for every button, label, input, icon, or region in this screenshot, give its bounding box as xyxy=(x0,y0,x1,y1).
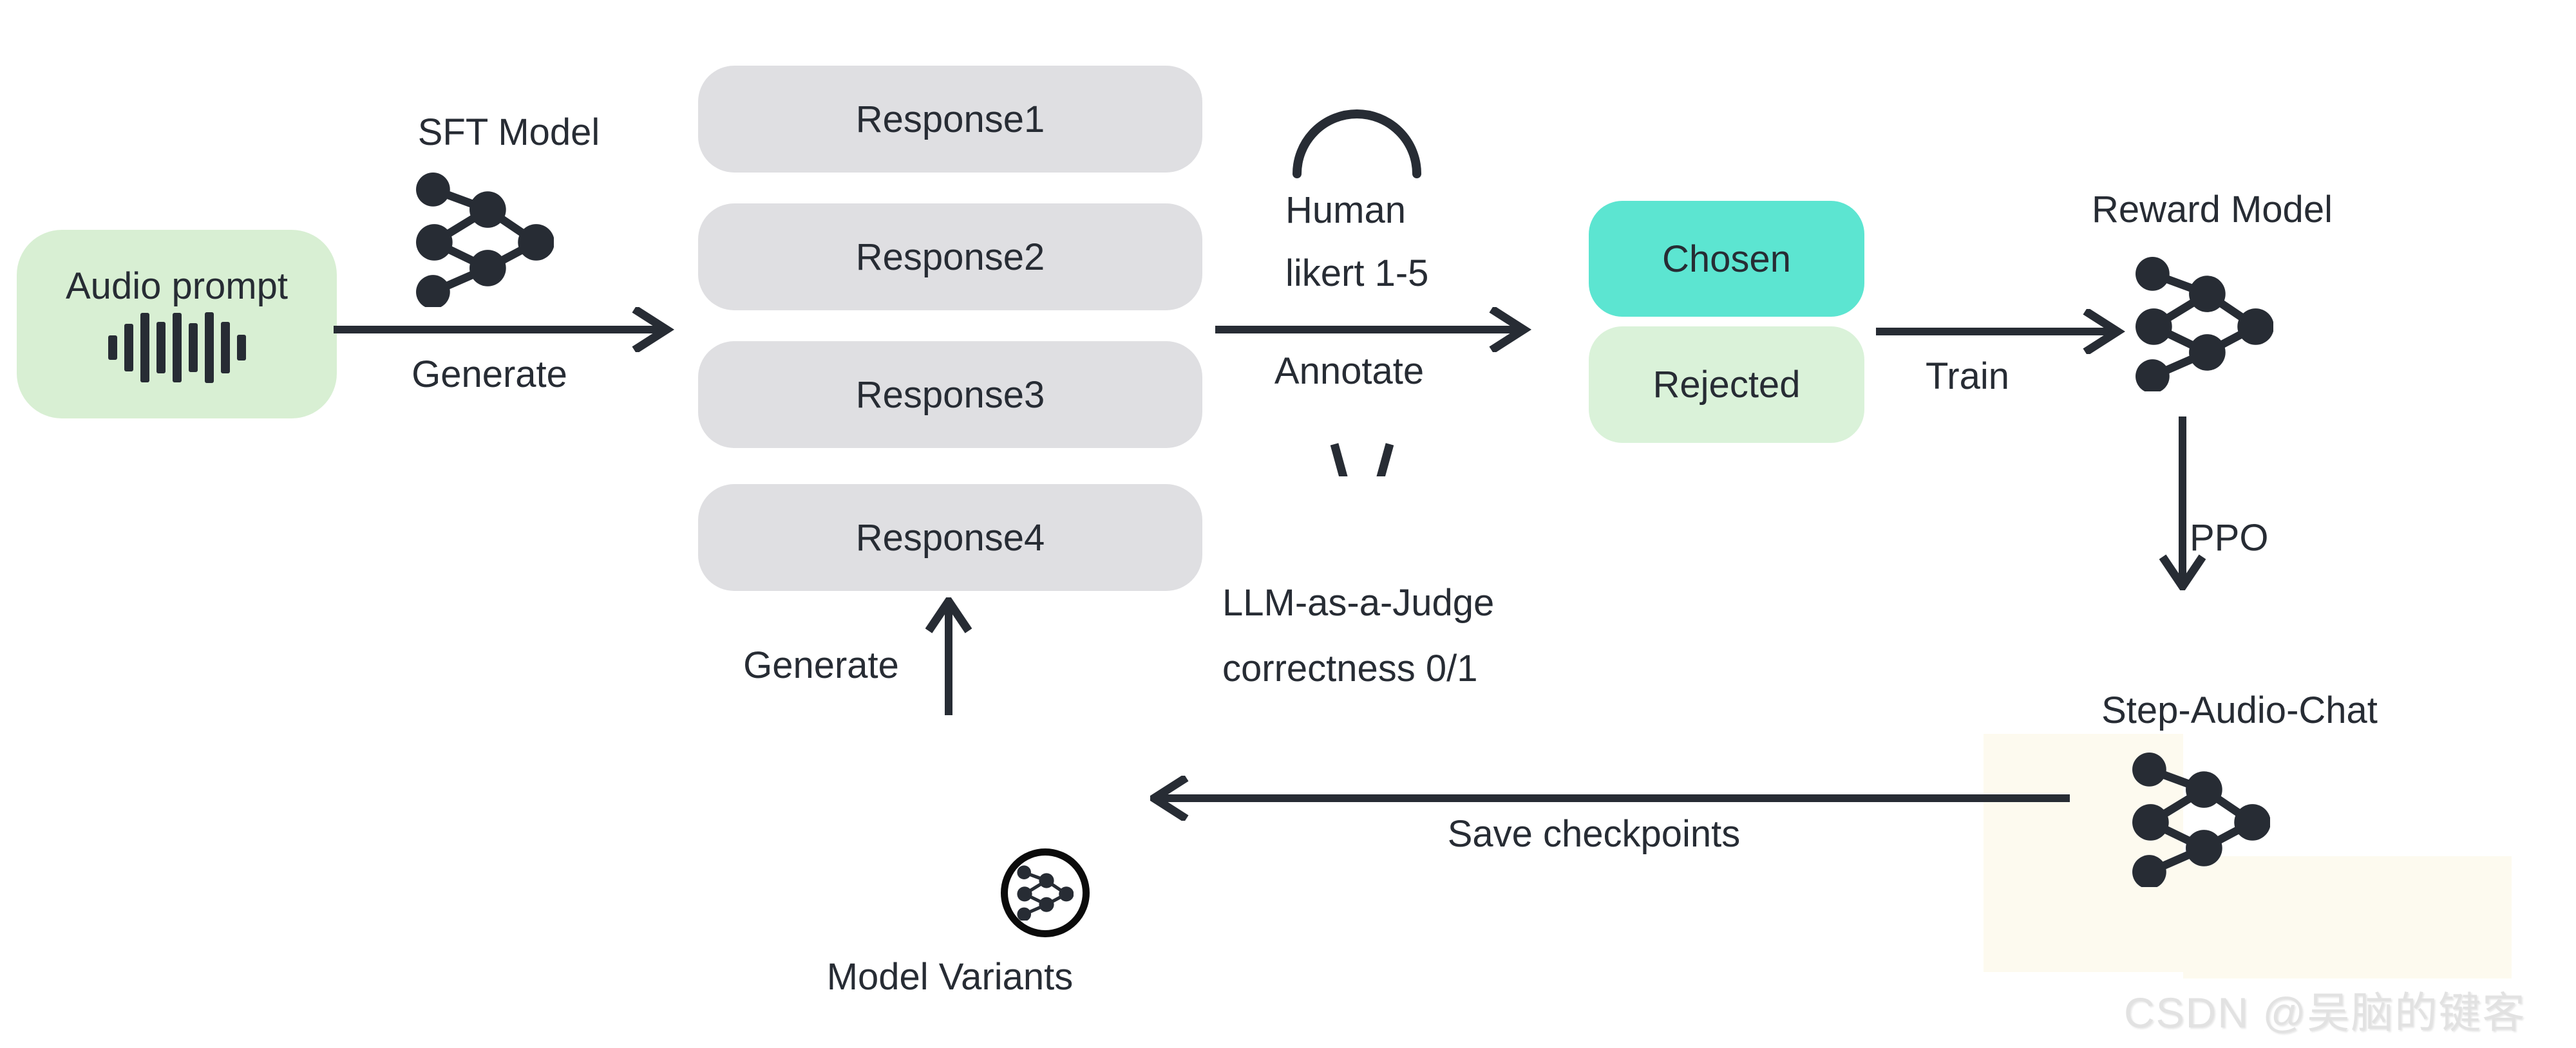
train-label: Train xyxy=(1926,355,2009,397)
person-icon xyxy=(1293,109,1421,178)
generate-variants-label: Generate xyxy=(743,644,899,686)
correctness-label: correctness 0/1 xyxy=(1222,648,1478,689)
neural-network-icon xyxy=(415,172,554,307)
annotate-arrow xyxy=(1215,307,1532,352)
audio-prompt-label: Audio prompt xyxy=(66,265,288,307)
ppo-label: PPO xyxy=(2190,517,2269,559)
response-4-label: Response4 xyxy=(855,516,1045,559)
waveform-icon xyxy=(108,312,246,384)
human-label: Human xyxy=(1285,189,1406,231)
robot-icon xyxy=(1316,443,1408,572)
response-1-label: Response1 xyxy=(855,98,1045,140)
reward-model-label: Reward Model xyxy=(2092,189,2333,230)
human-caption: Human likert 1-5 xyxy=(1285,179,1428,305)
save-checkpoints-arrow xyxy=(1150,776,2070,821)
train-arrow xyxy=(1876,309,2125,354)
model-variants-label: Model Variants xyxy=(826,956,1074,998)
watermark-remnant xyxy=(2183,856,2512,978)
chosen-node: Chosen xyxy=(1589,201,1864,317)
csdn-watermark: CSDN @吴脑的键客 xyxy=(2124,989,2526,1036)
sft-model-label: SFT Model xyxy=(417,111,600,153)
save-checkpoints-label: Save checkpoints xyxy=(1447,813,1741,855)
generate-sft-label: Generate xyxy=(412,353,567,395)
generate-variants-arrow xyxy=(925,597,972,715)
response-4-node: Response4 xyxy=(698,484,1202,591)
rejected-node: Rejected xyxy=(1589,326,1864,443)
neural-network-icon xyxy=(2132,752,2270,887)
annotate-label: Annotate xyxy=(1274,350,1425,392)
llm-judge-caption: LLM-as-a-Judge correctness 0/1 xyxy=(1222,570,1494,702)
response-3-node: Response3 xyxy=(698,341,1202,448)
response-1-node: Response1 xyxy=(698,66,1202,173)
response-3-label: Response3 xyxy=(855,373,1045,416)
circled-neural-network-icon xyxy=(1001,848,1090,937)
response-2-label: Response2 xyxy=(855,236,1045,278)
response-2-node: Response2 xyxy=(698,203,1202,310)
generate-arrow xyxy=(334,307,675,352)
audio-prompt-node: Audio prompt xyxy=(17,230,337,418)
likert-label: likert 1-5 xyxy=(1285,252,1429,294)
step-audio-chat-label: Step-Audio-Chat xyxy=(2101,689,2378,731)
chosen-label: Chosen xyxy=(1662,238,1791,280)
neural-network-icon xyxy=(2135,256,2273,391)
rejected-label: Rejected xyxy=(1653,364,1801,406)
ppo-arrow xyxy=(2159,416,2206,590)
llm-judge-label: LLM-as-a-Judge xyxy=(1222,582,1495,624)
